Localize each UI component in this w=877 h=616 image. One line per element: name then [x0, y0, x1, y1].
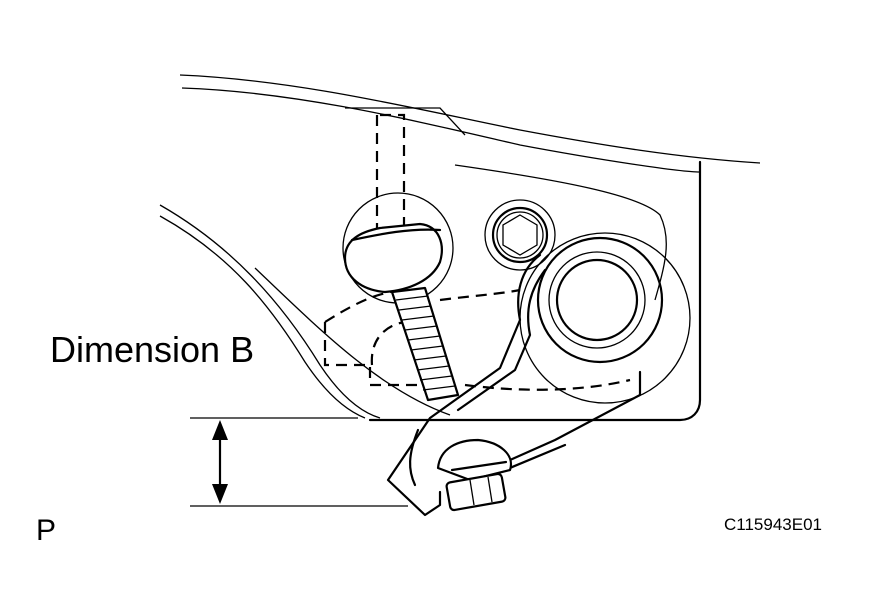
- lower-panel-edge: [159, 204, 451, 419]
- hex-socket-bolt: [484, 199, 556, 271]
- stopper-lever: [386, 253, 642, 517]
- arrow-down-icon: [212, 484, 228, 504]
- adjusting-bolt: [342, 192, 460, 402]
- bolt-threads: [395, 295, 456, 391]
- dimension-label: Dimension B: [50, 329, 254, 370]
- view-letter: P: [36, 514, 56, 547]
- arrow-up-icon: [212, 420, 228, 440]
- housing-outline: [179, 74, 761, 422]
- stopper-bolt: [436, 438, 513, 512]
- dimension-b-marker: [190, 417, 408, 507]
- reference-code: C115943E01: [724, 515, 822, 534]
